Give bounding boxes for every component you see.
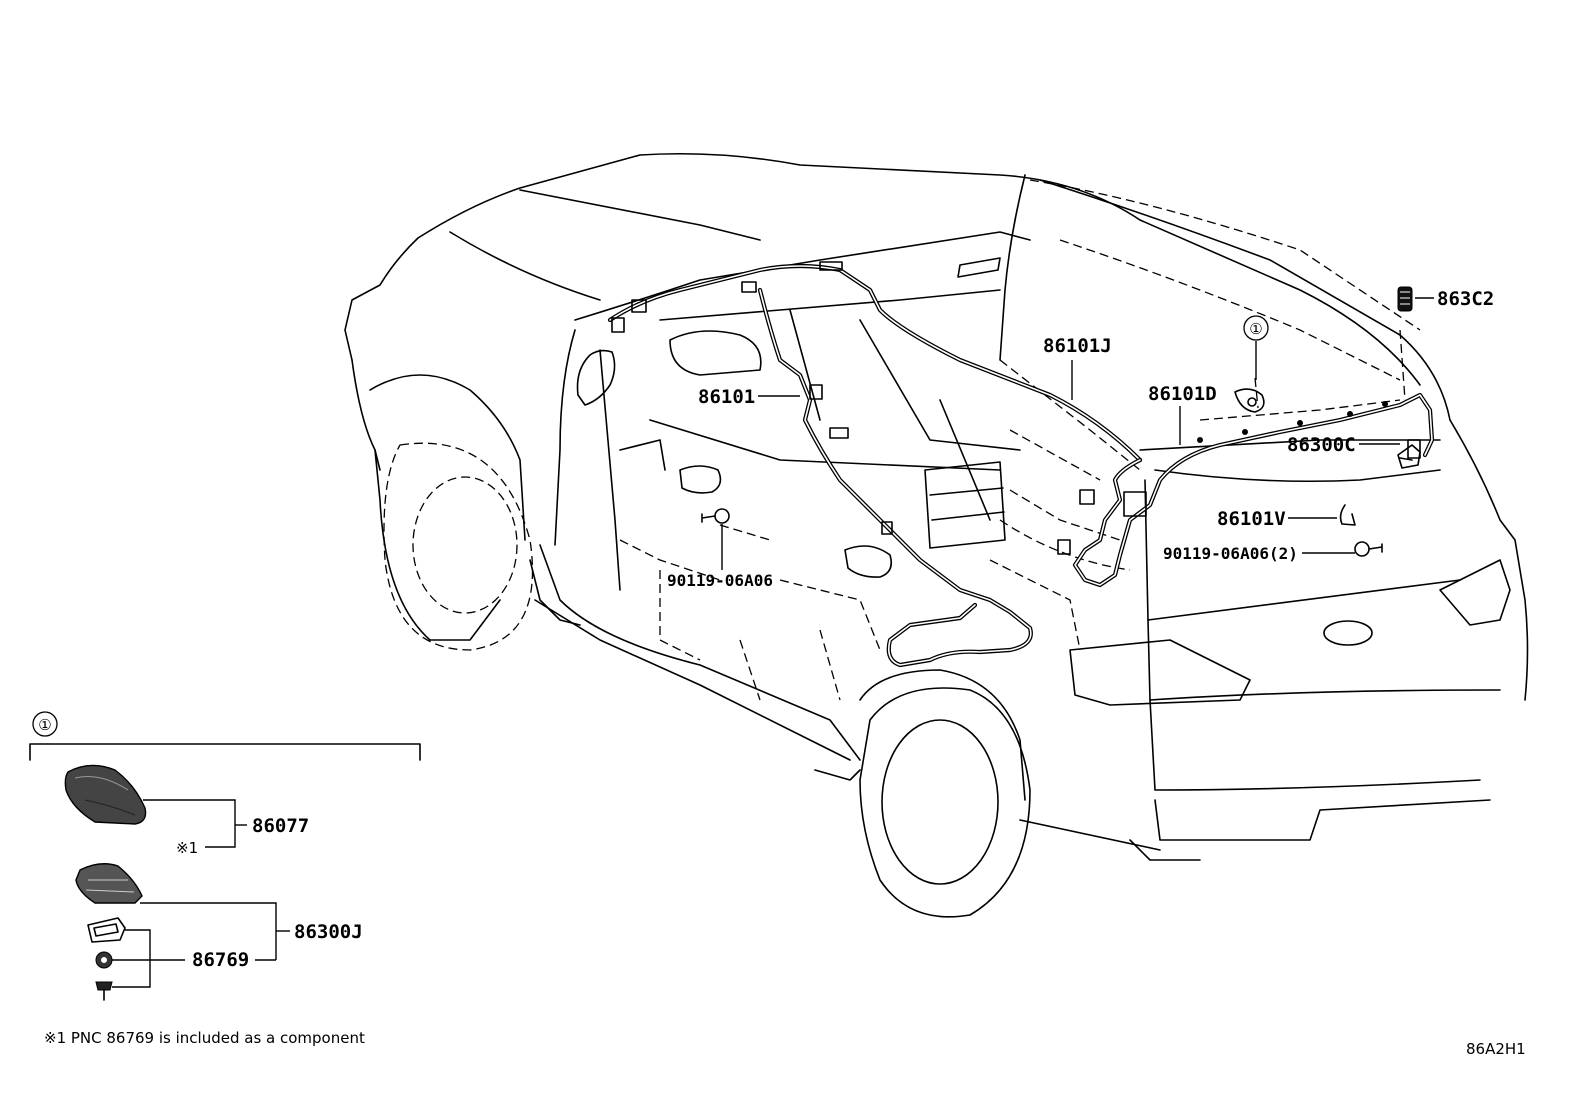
screw-86769-icon (95, 981, 113, 1001)
label-86769: 86769 (192, 949, 249, 971)
front-wheel (383, 442, 534, 651)
clamp-86101V-icon (1339, 504, 1356, 526)
bolt-90119-left-icon (701, 508, 730, 524)
label-86101D: 86101D (1148, 383, 1217, 405)
fin-antenna-cover-86077-icon (64, 764, 147, 825)
antenna-base-86300C (1397, 444, 1421, 469)
inset-leader-lines (112, 799, 290, 988)
label-86101V: 86101V (1217, 508, 1286, 530)
figure-code: 86A2H1 (1466, 1040, 1526, 1058)
gasket-86769-icon (87, 917, 126, 943)
nut-86769-icon (95, 951, 113, 969)
harness-86101J (607, 263, 1143, 463)
callout-marker-vehicle: ① (1243, 315, 1269, 341)
label-86300C: 86300C (1287, 434, 1356, 456)
label-86077: 86077 (252, 815, 309, 837)
footnote-text: ※1 PNC 86769 is included as a component (44, 1029, 365, 1047)
label-footnote-mark: ※1 (176, 839, 198, 857)
callout-marker-text: ① (1249, 320, 1262, 338)
harness-connectors (611, 261, 1421, 555)
part-863C2-icon (1397, 286, 1413, 312)
inset-marker: ① (38, 716, 51, 734)
label-86101: 86101 (698, 386, 755, 408)
leader-lines (721, 297, 1434, 570)
fin-antenna-assembly-86300J-icon (75, 863, 143, 904)
harness-86101 (757, 287, 1033, 668)
label-90119-06A06: 90119-06A06 (667, 571, 773, 590)
label-86101J: 86101J (1043, 335, 1112, 357)
label-90119-06A06-2: 90119-06A06(2) (1163, 544, 1298, 563)
label-86300J: 86300J (294, 921, 363, 943)
label-863C2: 863C2 (1437, 288, 1494, 310)
bolt-90119-right-icon (1354, 541, 1383, 557)
harness-86101D (1072, 392, 1435, 588)
inset-panel: ① (29, 711, 421, 761)
rear-wheel (859, 669, 1031, 918)
roof-fin-antenna-icon (1234, 388, 1265, 413)
vehicle-body-outline (344, 152, 1529, 861)
vehicle-hidden-lines (619, 179, 1421, 701)
